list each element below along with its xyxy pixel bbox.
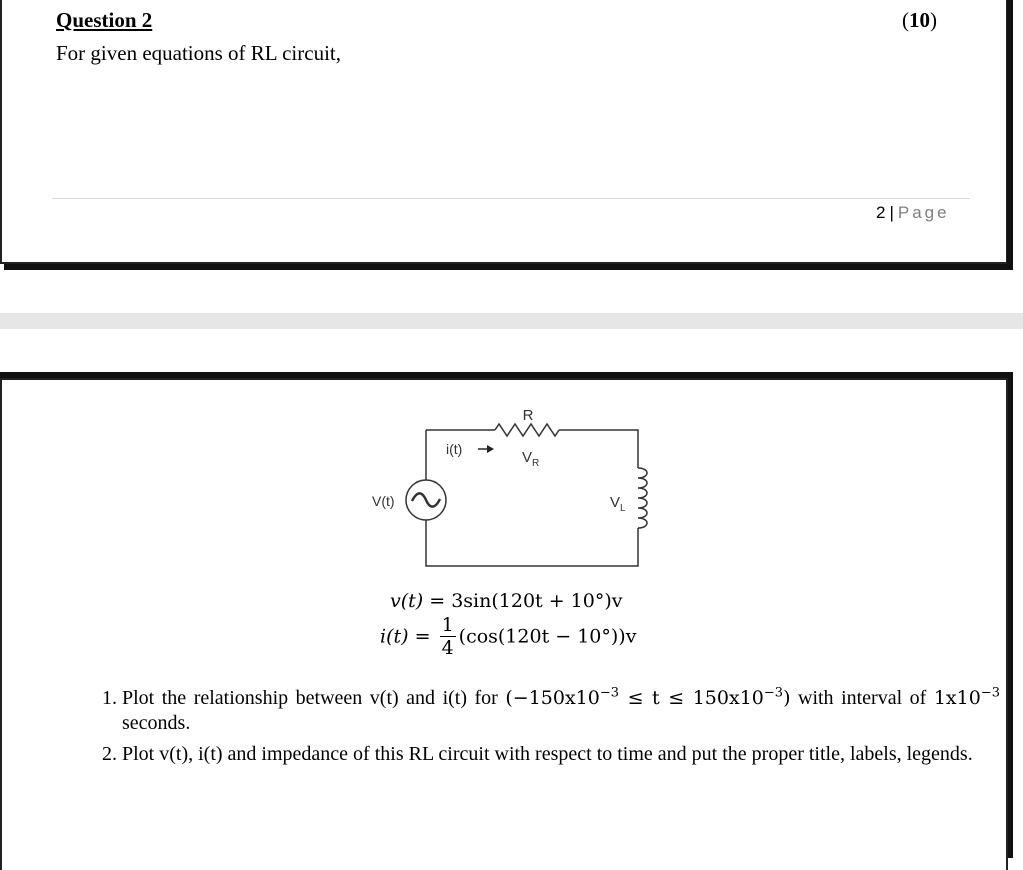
source-label: V(t)	[372, 493, 395, 509]
page-gap	[0, 313, 1023, 329]
inductor-coil	[637, 467, 648, 529]
page-2-bottom	[0, 0, 1008, 264]
resistor-voltage-label: VR	[522, 449, 539, 469]
resistor-label: R	[523, 407, 534, 424]
page-3	[0, 378, 1008, 870]
page-number: 2|Page	[876, 203, 950, 222]
current-label: i(t)	[446, 441, 462, 457]
top-wire-right	[559, 429, 639, 468]
question-title: Question 2	[56, 8, 153, 32]
resistor-zigzag	[494, 422, 560, 438]
question-intro: For given equations of RL circuit,	[56, 41, 341, 65]
voltage-equation: v(t) = 3sin(120t + 10°)v	[390, 590, 623, 612]
footer-divider	[52, 198, 970, 199]
page-3-top-border	[0, 372, 1013, 378]
task-item: Plot v(t), i(t) and impedance of this RL…	[122, 742, 1000, 767]
task-list: Plot the relationship between v(t) and i…	[88, 686, 1000, 773]
sine-symbol	[410, 492, 442, 508]
voltage-source-circle	[405, 479, 447, 521]
rl-circuit-diagram: R VR i(t) V(t) VL	[372, 407, 648, 567]
page-shadow-bottom	[4, 264, 1013, 270]
bottom-wire	[425, 520, 639, 567]
current-arrow	[487, 445, 494, 453]
page-shadow-right	[1007, 0, 1013, 270]
inductor-voltage-label: VL	[610, 494, 626, 514]
question-marks: (10)	[902, 8, 937, 32]
page-3-right-shadow	[1007, 372, 1013, 858]
task-item: Plot the relationship between v(t) and i…	[122, 686, 1000, 736]
